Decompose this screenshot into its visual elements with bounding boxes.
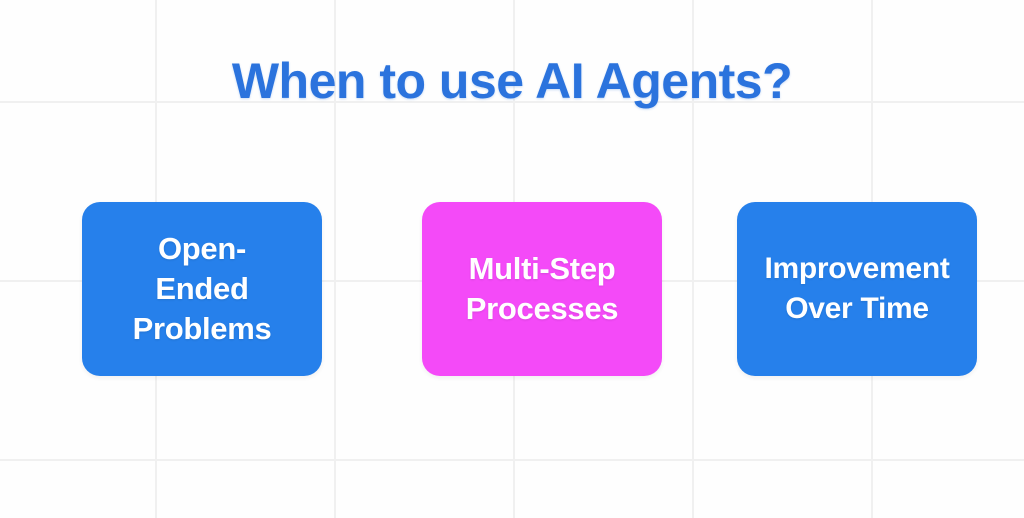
card-label: Improvement Over Time: [764, 252, 950, 325]
card-open-ended-problems[interactable]: Open-Ended Problems: [82, 202, 322, 376]
card-multi-step-processes[interactable]: Multi-Step Processes: [422, 202, 662, 376]
page-title: When to use AI Agents?: [231, 52, 793, 109]
card-label: Open-Ended Problems: [132, 231, 272, 346]
card-label: Multi-Step Processes: [465, 251, 619, 326]
card-row: Open-Ended Problems Multi-Step Processes…: [0, 202, 1024, 376]
card-improvement-over-time[interactable]: Improvement Over Time: [737, 202, 977, 376]
